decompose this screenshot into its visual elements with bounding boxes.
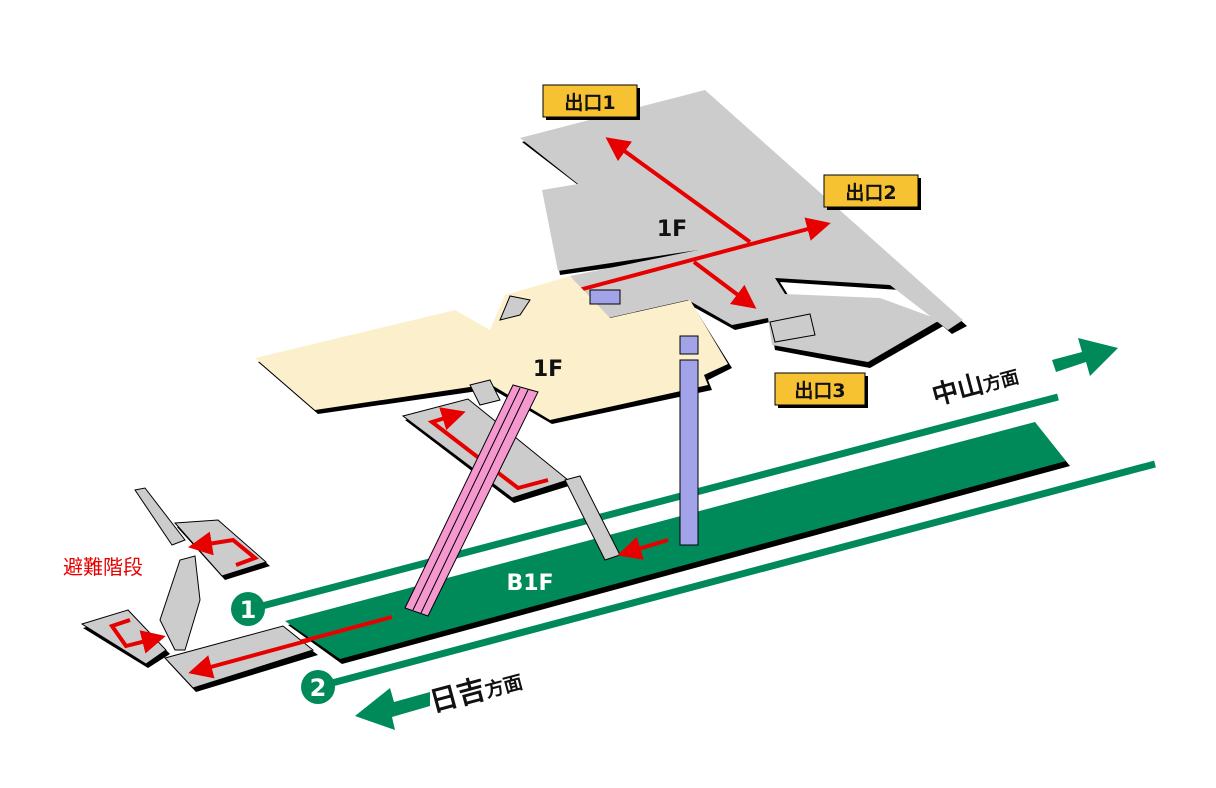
- emergency-stairs: 避難階段: [63, 487, 270, 668]
- direction-name: 中山: [929, 369, 987, 411]
- elevator-icon: [679, 335, 699, 355]
- svg-text:出口1: 出口1: [564, 91, 615, 114]
- arrow-right-icon: [1052, 338, 1118, 376]
- svg-text:出口3: 出口3: [794, 379, 845, 402]
- floor-label-lower: 1F: [533, 357, 563, 382]
- direction-suffix: 方面: [981, 366, 1021, 397]
- exit-2-label: 出口2: [823, 174, 921, 210]
- walkway-to-emergency-stairs: [164, 625, 318, 692]
- svg-text:中山方面: 中山方面: [929, 360, 1022, 412]
- arrow-left-icon: [355, 688, 430, 730]
- track-1: 1: [231, 393, 1059, 626]
- emergency-stairs-label: 避難階段: [63, 555, 143, 579]
- direction-suffix: 方面: [482, 670, 525, 702]
- floor-label-upper: 1F: [657, 217, 687, 242]
- platform-b1f: B1F: [239, 422, 1070, 664]
- track-2: 2: [301, 460, 1156, 704]
- ticket-gate-icon: [589, 289, 621, 305]
- concourse-1f-upper: 1F: [520, 90, 967, 368]
- escalator: [404, 384, 539, 617]
- platform-label: B1F: [506, 571, 553, 596]
- exit-3-stairs: [769, 313, 816, 343]
- track-2-number: 2: [310, 674, 327, 702]
- direction-name: 日吉: [426, 672, 489, 718]
- exit-3-label: 出口3: [774, 372, 868, 408]
- exit-1-label: 出口1: [542, 84, 640, 120]
- track-1-number: 1: [240, 596, 257, 624]
- svg-text:出口2: 出口2: [845, 181, 896, 204]
- direction-nakayama: 中山方面: [929, 338, 1118, 412]
- elevator: [679, 335, 699, 546]
- svg-text:日吉方面: 日吉方面: [426, 663, 525, 719]
- concourse-1f-lower: 1F: [255, 276, 732, 424]
